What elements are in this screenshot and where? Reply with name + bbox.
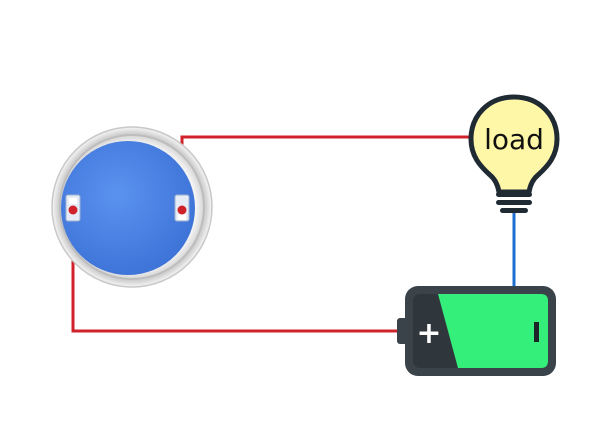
switch-bezel-inner-ring — [59, 134, 205, 280]
battery-negative-symbol — [534, 322, 539, 342]
battery-icon: + — [397, 286, 556, 376]
load-label: load — [484, 123, 544, 156]
light-bulb-icon: load — [468, 94, 560, 213]
switch-terminal-right — [174, 194, 190, 222]
bulb-base-ring-2 — [496, 200, 532, 205]
push-button-switch-icon — [51, 126, 213, 288]
wire-switch-to-load — [180, 135, 472, 210]
battery-charge-level — [438, 294, 548, 368]
bulb-base-ring-1 — [496, 192, 532, 197]
terminal-dot-right — [177, 205, 187, 215]
bulb-base-ring-3 — [500, 208, 528, 213]
switch-terminal-left — [65, 194, 81, 222]
terminal-dot-left — [68, 205, 78, 215]
battery-positive-symbol: + — [416, 316, 441, 351]
switch-button-body — [61, 141, 195, 275]
